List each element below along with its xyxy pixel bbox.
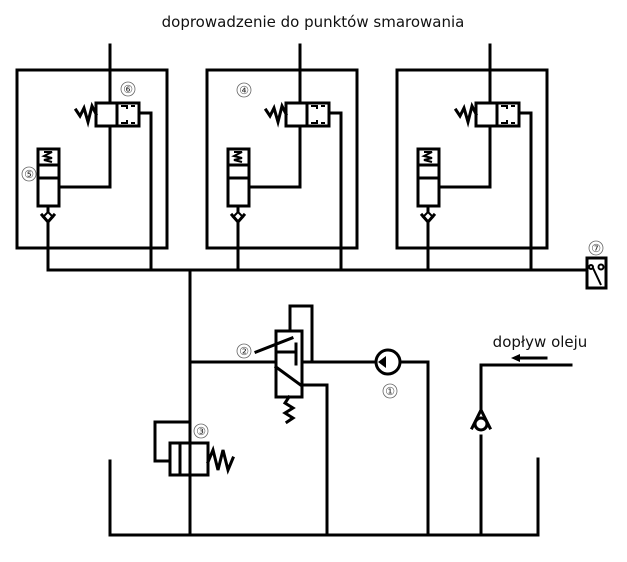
metering-cylinder-icon <box>36 147 61 208</box>
spring-icon <box>41 151 53 163</box>
spring-icon <box>73 101 99 128</box>
oil-inflow: dopływ oleju <box>469 333 588 537</box>
marker-4: ④ <box>236 82 252 98</box>
marker-7: ⑦ <box>591 242 601 255</box>
pilot-line <box>57 124 112 189</box>
inflow-label: dopływ oleju <box>493 333 588 351</box>
inflow-check-valve-icon <box>469 406 493 537</box>
marker-5: ⑤ <box>21 166 37 182</box>
distributor-unit-2 <box>205 43 359 272</box>
directional-valve-icon <box>73 101 153 272</box>
svg-text:④: ④ <box>239 84 249 97</box>
svg-text:⑥: ⑥ <box>123 83 133 96</box>
valve-return-line <box>300 383 329 537</box>
marker-6: ⑥ <box>120 81 136 97</box>
check-valve-icon <box>39 204 57 272</box>
oil-tank <box>108 457 540 537</box>
spring-icon <box>282 394 296 425</box>
marker-1: ① <box>385 385 395 398</box>
distributor-frame <box>15 68 169 250</box>
diagram-title: doprowadzenie do punktów smarowania <box>162 13 465 31</box>
pressure-switch-icon: ⑦ <box>585 240 608 290</box>
svg-text:⑤: ⑤ <box>24 168 34 181</box>
pump-icon: ① <box>374 348 430 537</box>
distributor-unit-3 <box>395 43 549 272</box>
relief-valve-icon: ③ <box>153 420 235 477</box>
inflow-line <box>479 363 573 410</box>
marker-3: ③ <box>196 425 206 438</box>
spring-icon <box>206 445 235 475</box>
pressure-valve-icon: ② <box>236 304 314 425</box>
distributor-unit-1 <box>15 43 169 272</box>
marker-2: ② <box>239 345 249 358</box>
